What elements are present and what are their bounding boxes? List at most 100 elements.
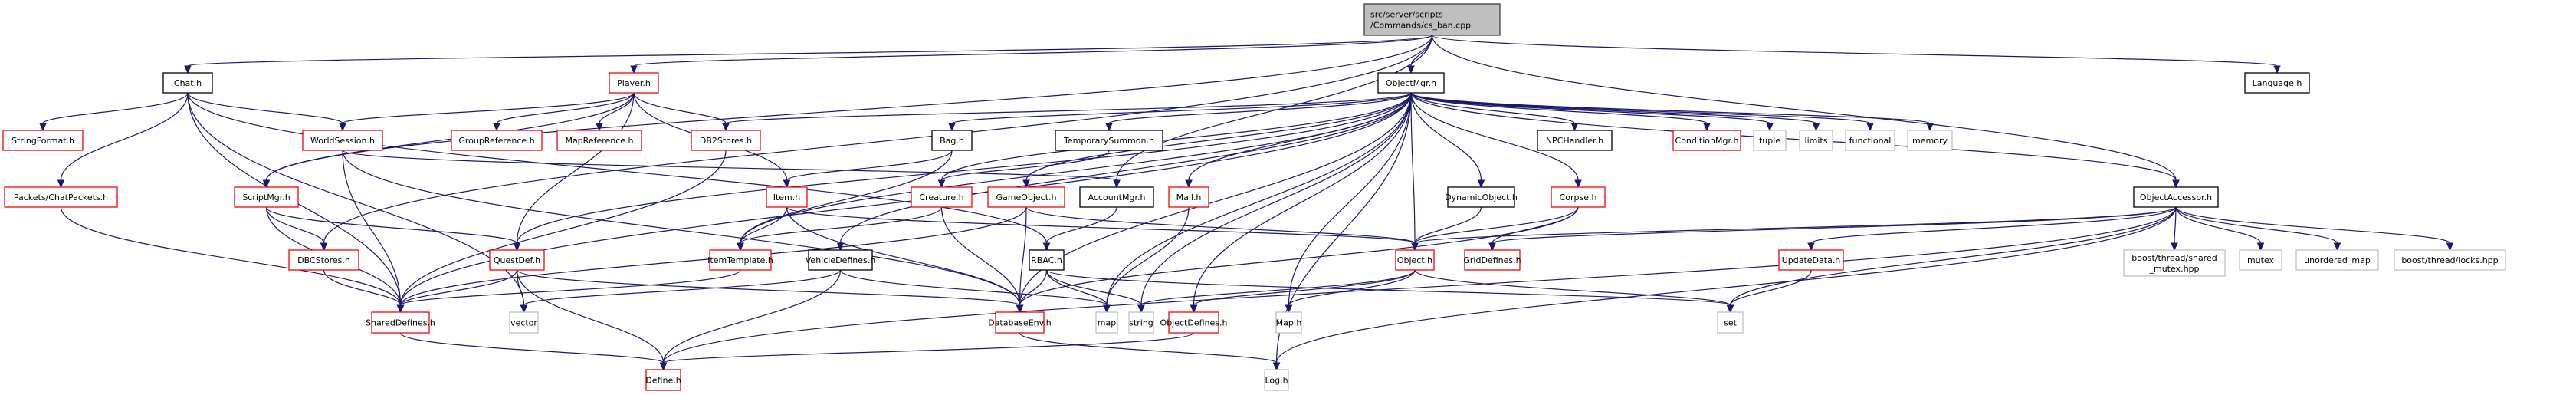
node-tuple: tuple	[1753, 130, 1787, 151]
node-label: string	[1129, 318, 1153, 328]
edge-line	[1193, 92, 1412, 306]
node-label: QuestDef.h	[494, 255, 540, 265]
node-worldsession[interactable]: WorldSession.h	[302, 130, 383, 151]
node-box	[2394, 249, 2506, 271]
edges-layer	[39, 35, 2454, 371]
edge-chat-to-stringformat	[39, 92, 189, 132]
node-chatpackets[interactable]: Packets/ChatPackets.h	[4, 186, 118, 208]
node-gameobject[interactable]: GameObject.h	[987, 186, 1065, 208]
node-shareddefines[interactable]: SharedDefines.h	[366, 311, 435, 334]
node-mail[interactable]: Mail.h	[1168, 186, 1209, 208]
node-box	[162, 72, 213, 94]
node-db2stores[interactable]: DB2Stores.h	[691, 130, 761, 151]
edge-line	[1045, 269, 1142, 306]
node-conditionmgr[interactable]: ConditionMgr.h	[1672, 130, 1741, 151]
node-creature[interactable]: Creature.h	[911, 186, 973, 208]
node-mapref[interactable]: MapReference.h	[556, 130, 642, 151]
node-groupref[interactable]: GroupReference.h	[451, 130, 543, 151]
node-player[interactable]: Player.h	[609, 72, 659, 94]
node-vector: vector	[509, 311, 539, 334]
node-stringformat[interactable]: StringFormat.h	[2, 130, 84, 151]
node-databaseenv[interactable]: DatabaseEnv.h	[988, 311, 1052, 334]
node-box	[1079, 186, 1154, 208]
node-label: MapReference.h	[565, 136, 633, 146]
node-box	[234, 186, 299, 208]
node-label: Log.h	[1265, 376, 1288, 386]
node-box	[987, 186, 1065, 208]
node-bag[interactable]: Bag.h	[931, 130, 973, 151]
node-objectdefines[interactable]: ObjectDefines.h	[1160, 311, 1228, 334]
node-language[interactable]: Language.h	[2244, 72, 2310, 94]
node-box	[451, 130, 543, 151]
node-maph: Map.h	[1275, 311, 1302, 334]
node-label: TemporarySummon.h	[1063, 136, 1154, 146]
node-objaccessor[interactable]: ObjectAccessor.h	[2133, 186, 2219, 208]
node-questdef[interactable]: QuestDef.h	[489, 249, 545, 271]
node-define[interactable]: Define.h	[645, 369, 681, 391]
node-griddefines[interactable]: GridDefines.h	[1463, 249, 1521, 271]
arrowhead-icon	[1105, 123, 1113, 132]
node-box	[1778, 249, 1844, 271]
node-box	[1168, 311, 1219, 334]
edge-objectmgr-to-objectdefines	[1190, 92, 1412, 314]
node-box	[766, 186, 808, 208]
edge-line	[399, 150, 727, 306]
edge-item-to-itemtemplate	[737, 206, 788, 252]
arrowhead-icon	[948, 123, 956, 132]
node-label: DynamicObject.h	[1445, 193, 1518, 202]
node-rbac[interactable]: RBAC.h	[1029, 249, 1065, 271]
node-label: _mutex.hpp	[2148, 264, 2199, 274]
edge-line	[839, 269, 1108, 306]
edge-rbac-to-map	[1045, 269, 1111, 314]
edge-questdef-to-databaseenv	[516, 269, 1024, 314]
edge-objaccessor-to-locks	[2175, 206, 2454, 252]
edge-scriptmgr-to-questdef	[265, 206, 521, 252]
node-chat[interactable]: Chat.h	[162, 72, 213, 94]
node-corpse[interactable]: Corpse.h	[1551, 186, 1606, 208]
edge-line	[187, 92, 1048, 244]
edge-line	[1116, 35, 1433, 181]
node-scriptmgr[interactable]: ScriptMgr.h	[234, 186, 299, 208]
arrowhead-icon	[1570, 123, 1579, 132]
node-npchandler[interactable]: NPCHandler.h	[1537, 130, 1613, 151]
edge-objectdefines-to-define	[659, 332, 1195, 371]
edge-databaseenv-to-log	[1019, 332, 1281, 371]
edge-line	[2174, 206, 2177, 244]
edge-objectmgr-to-bag	[948, 92, 1412, 132]
arrowhead-icon	[262, 179, 271, 189]
edge-line	[60, 206, 402, 306]
edge-worldsession-to-shareddefines	[342, 150, 405, 314]
arrowhead-icon	[1411, 242, 1419, 252]
node-accountmgr[interactable]: AccountMgr.h	[1079, 186, 1154, 208]
node-label: Player.h	[617, 78, 651, 88]
node-box	[2123, 249, 2226, 277]
arrowhead-icon	[1285, 304, 1293, 314]
node-object[interactable]: Object.h	[1395, 249, 1435, 271]
node-tempsummon[interactable]: TemporarySummon.h	[1055, 130, 1163, 151]
edge-chat-to-chatpackets	[57, 92, 189, 189]
node-label: RBAC.h	[1031, 255, 1062, 265]
edge-line	[786, 206, 1416, 244]
node-label: tuple	[1759, 136, 1780, 146]
node-box	[302, 130, 383, 151]
node-updatedata[interactable]: UpdateData.h	[1778, 249, 1844, 271]
node-vehicledefines[interactable]: VehicleDefines.h	[806, 249, 875, 271]
node-objectmgr[interactable]: ObjectMgr.h	[1377, 72, 1445, 94]
edge-objaccessor-to-define	[659, 206, 2177, 371]
node-dbcstores[interactable]: DBCStores.h	[288, 249, 359, 271]
edge-accountmgr-to-rbac	[1042, 206, 1117, 252]
arrowhead-icon	[2446, 242, 2454, 252]
edge-line	[1729, 206, 2177, 306]
node-item[interactable]: Item.h	[766, 186, 808, 208]
node-label: DatabaseEnv.h	[988, 318, 1052, 328]
edge-line	[1414, 206, 1579, 244]
node-itemtemplate[interactable]: ItemTemplate.h	[707, 249, 773, 271]
edge-objectmgr-to-objaccessor	[1410, 92, 2180, 189]
node-label: ObjectDefines.h	[1160, 318, 1228, 328]
node-dynobject[interactable]: DynamicObject.h	[1445, 186, 1518, 208]
edge-chat-to-worldsession	[187, 92, 346, 132]
edge-line	[1810, 206, 2177, 244]
edge-line	[1414, 269, 1731, 306]
node-root[interactable]: src/server/scripts/Commands/cs_ban.cpp	[1363, 3, 1501, 36]
node-box	[931, 130, 973, 151]
